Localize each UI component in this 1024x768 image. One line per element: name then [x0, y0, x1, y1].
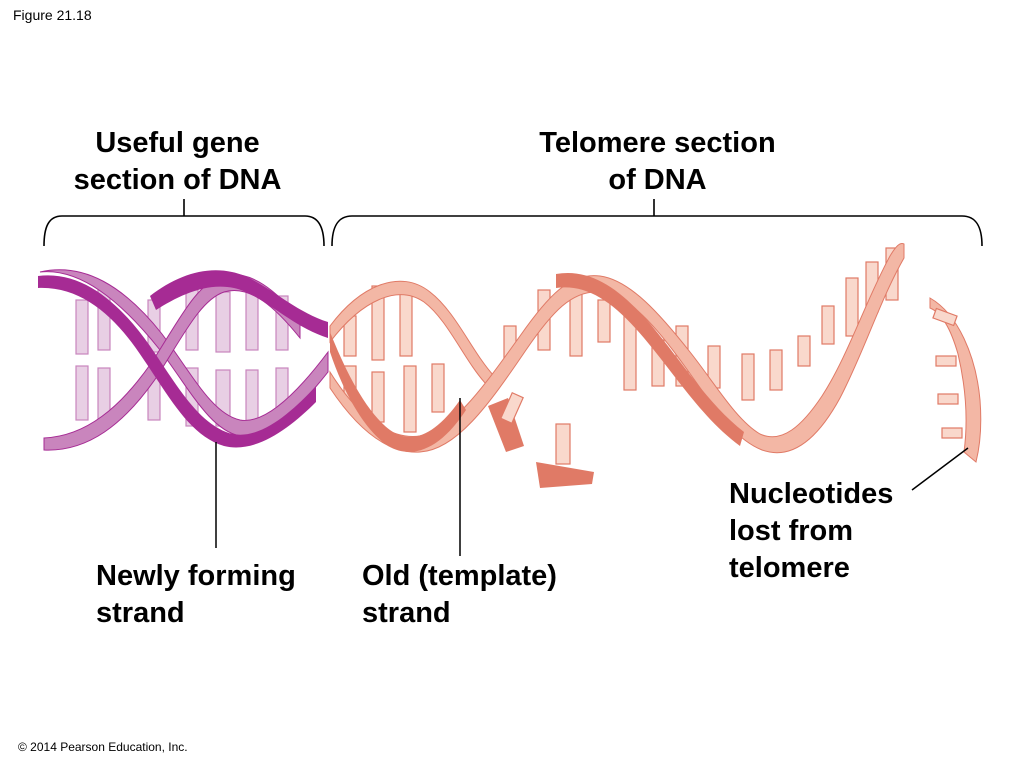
label-telomere-section: Telomere section of DNA: [500, 125, 815, 199]
copyright-notice: © 2014 Pearson Education, Inc.: [18, 740, 188, 754]
lost-nucleotides: [488, 391, 594, 488]
nucleotides-leader: [911, 447, 969, 491]
label-line: section of DNA: [73, 164, 282, 196]
label-newly-forming-strand: Newly forming strand: [96, 558, 296, 632]
label-line: strand: [362, 597, 451, 629]
label-line: telomere: [729, 552, 850, 584]
label-line: lost from: [729, 515, 854, 547]
label-line: Useful gene: [95, 127, 260, 159]
label-useful-gene-section: Useful gene section of DNA: [20, 125, 335, 199]
label-old-template-strand: Old (template) strand: [362, 558, 557, 632]
telomere-bracket: [331, 199, 983, 247]
label-line: Old (template): [362, 560, 557, 592]
label-line: of DNA: [608, 164, 707, 196]
label-line: Nucleotides: [729, 478, 894, 510]
gene-section-helix: [38, 269, 329, 451]
label-line: Telomere section: [539, 127, 776, 159]
label-line: strand: [96, 597, 185, 629]
useful-gene-bracket: [43, 199, 325, 247]
figure-number: Figure 21.18: [13, 7, 92, 23]
label-line: Newly forming: [96, 560, 296, 592]
telomere-section-helix: [329, 243, 982, 488]
label-nucleotides-lost: Nucleotides lost from telomere: [729, 476, 893, 587]
